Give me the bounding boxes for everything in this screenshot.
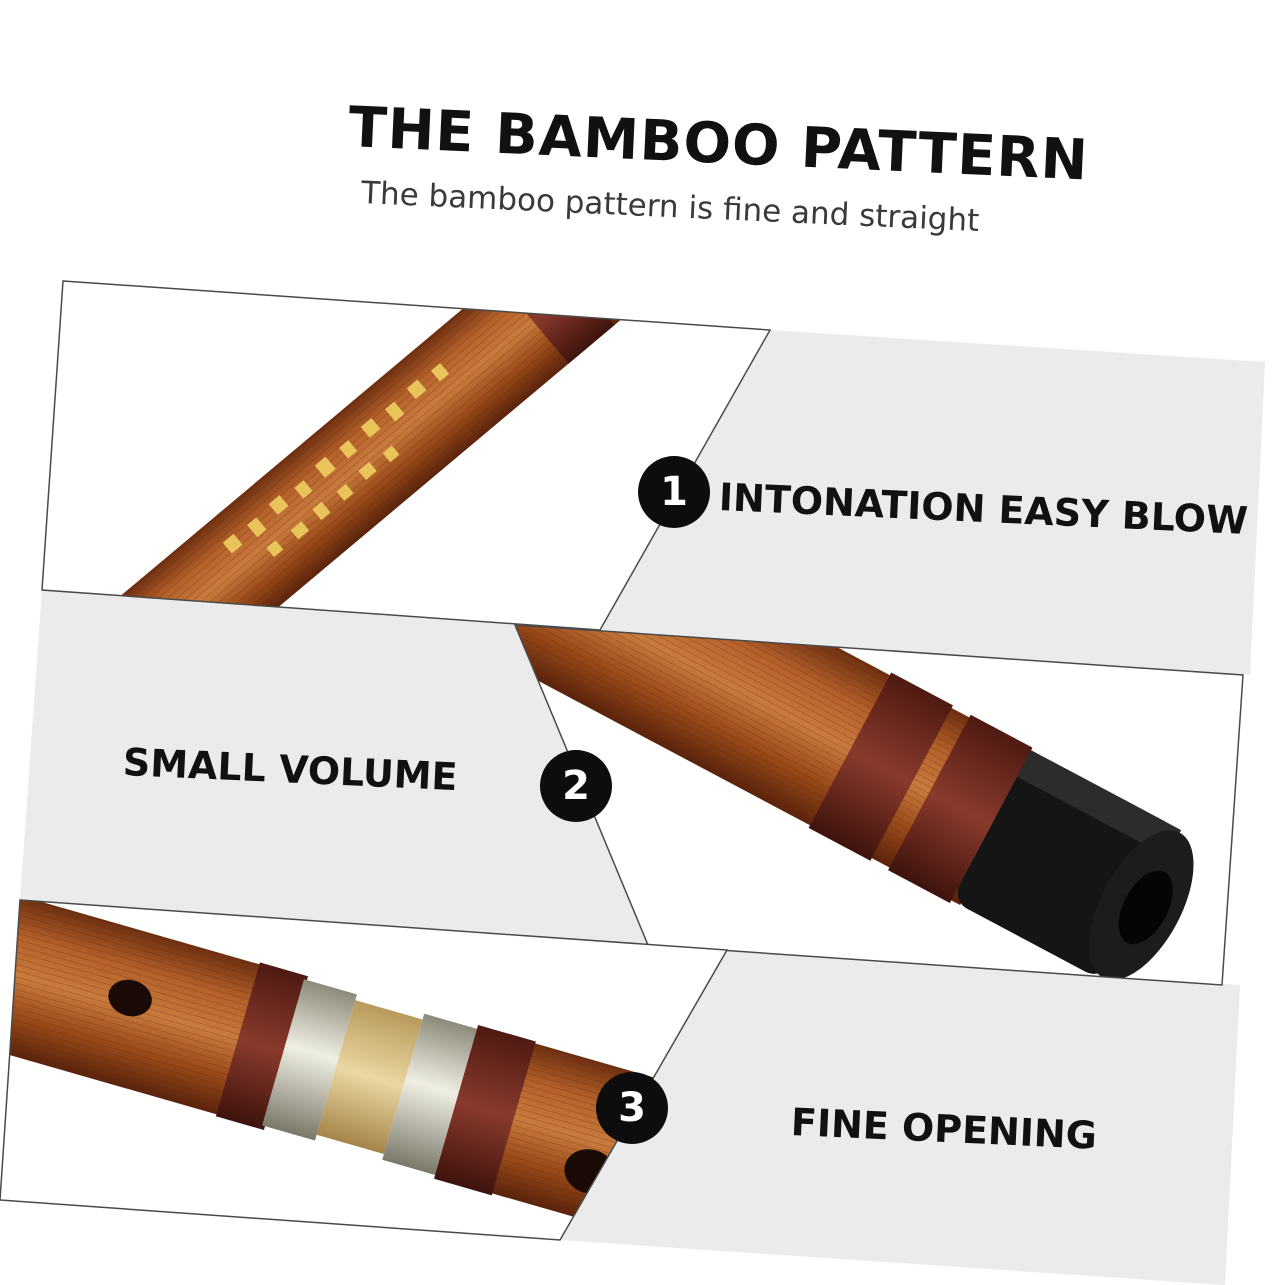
image-panel-2	[515, 625, 1243, 985]
number-badge-2: 2	[540, 750, 612, 822]
number-badge-3: 3	[596, 1072, 668, 1144]
number-badge-1: 1	[638, 456, 710, 528]
calligraphy-inscription	[222, 362, 450, 558]
panel-left-2	[20, 590, 648, 945]
panel-right-3	[560, 950, 1240, 1285]
panel-right-1	[600, 330, 1265, 675]
finger-hole-left	[108, 979, 152, 1017]
